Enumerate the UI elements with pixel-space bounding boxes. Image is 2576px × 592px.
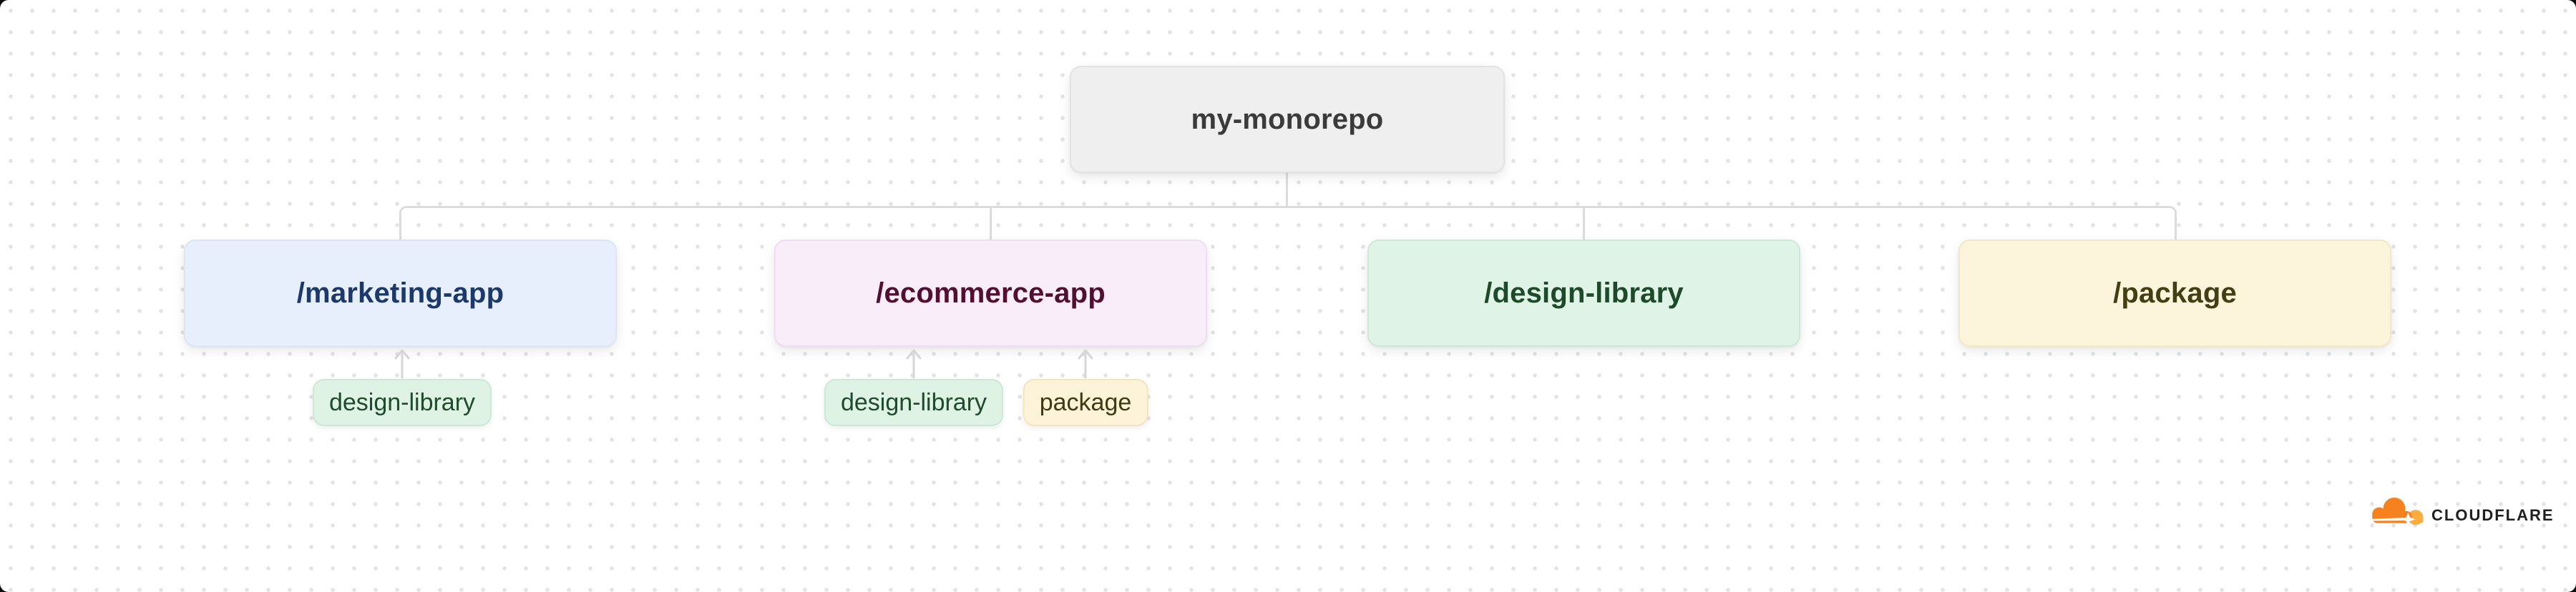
node-label: /package [2113,277,2237,309]
cloudflare-logo: CLOUDFLARE [2363,494,2555,527]
dependency-tag-package: package [1023,379,1148,426]
dependency-tag-design-library: design-library [824,379,1004,426]
tag-label: package [1039,388,1132,416]
connector-root-stub [1286,173,1288,207]
arrow-up-icon [1078,349,1093,379]
connector-rail [399,206,2177,240]
node-design-library: /design-library [1367,240,1800,347]
tag-label: design-library [840,388,987,416]
node-label: /marketing-app [296,277,504,309]
node-marketing-app: /marketing-app [184,240,617,347]
node-label: /ecommerce-app [876,277,1106,309]
connector-drop-design-library [1583,206,1585,240]
cloudflare-wordmark: CLOUDFLARE [2431,506,2555,524]
cloudflare-cloud-icon [2372,497,2424,526]
arrow-up-icon [394,349,410,379]
node-my-monorepo: my-monorepo [1070,66,1505,173]
node-label: /design-library [1484,277,1684,309]
node-package: /package [1958,240,2391,347]
tag-label: design-library [328,388,476,416]
dependency-tag-design-library: design-library [312,379,492,426]
node-label: my-monorepo [1191,103,1384,135]
node-ecommerce-app: /ecommerce-app [774,240,1207,347]
arrow-up-icon [906,349,922,379]
connector-drop-ecommerce [990,206,992,240]
